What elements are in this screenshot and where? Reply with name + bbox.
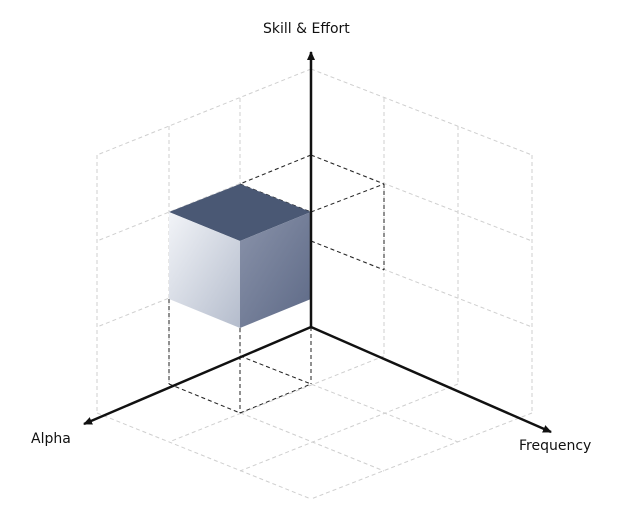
- cube-top-face: [169, 184, 311, 241]
- cube: [169, 184, 311, 328]
- axes: [83, 51, 552, 434]
- vertical-axis-label: Skill & Effort: [263, 21, 350, 37]
- background-grid: [96, 68, 533, 500]
- right-axis-label: Frequency: [519, 438, 592, 454]
- left-axis-label: Alpha: [31, 431, 71, 447]
- right-axis: [310, 325, 552, 434]
- left-axis: [83, 325, 312, 426]
- cube-right-face: [240, 212, 311, 328]
- cube-left-face: [169, 212, 240, 328]
